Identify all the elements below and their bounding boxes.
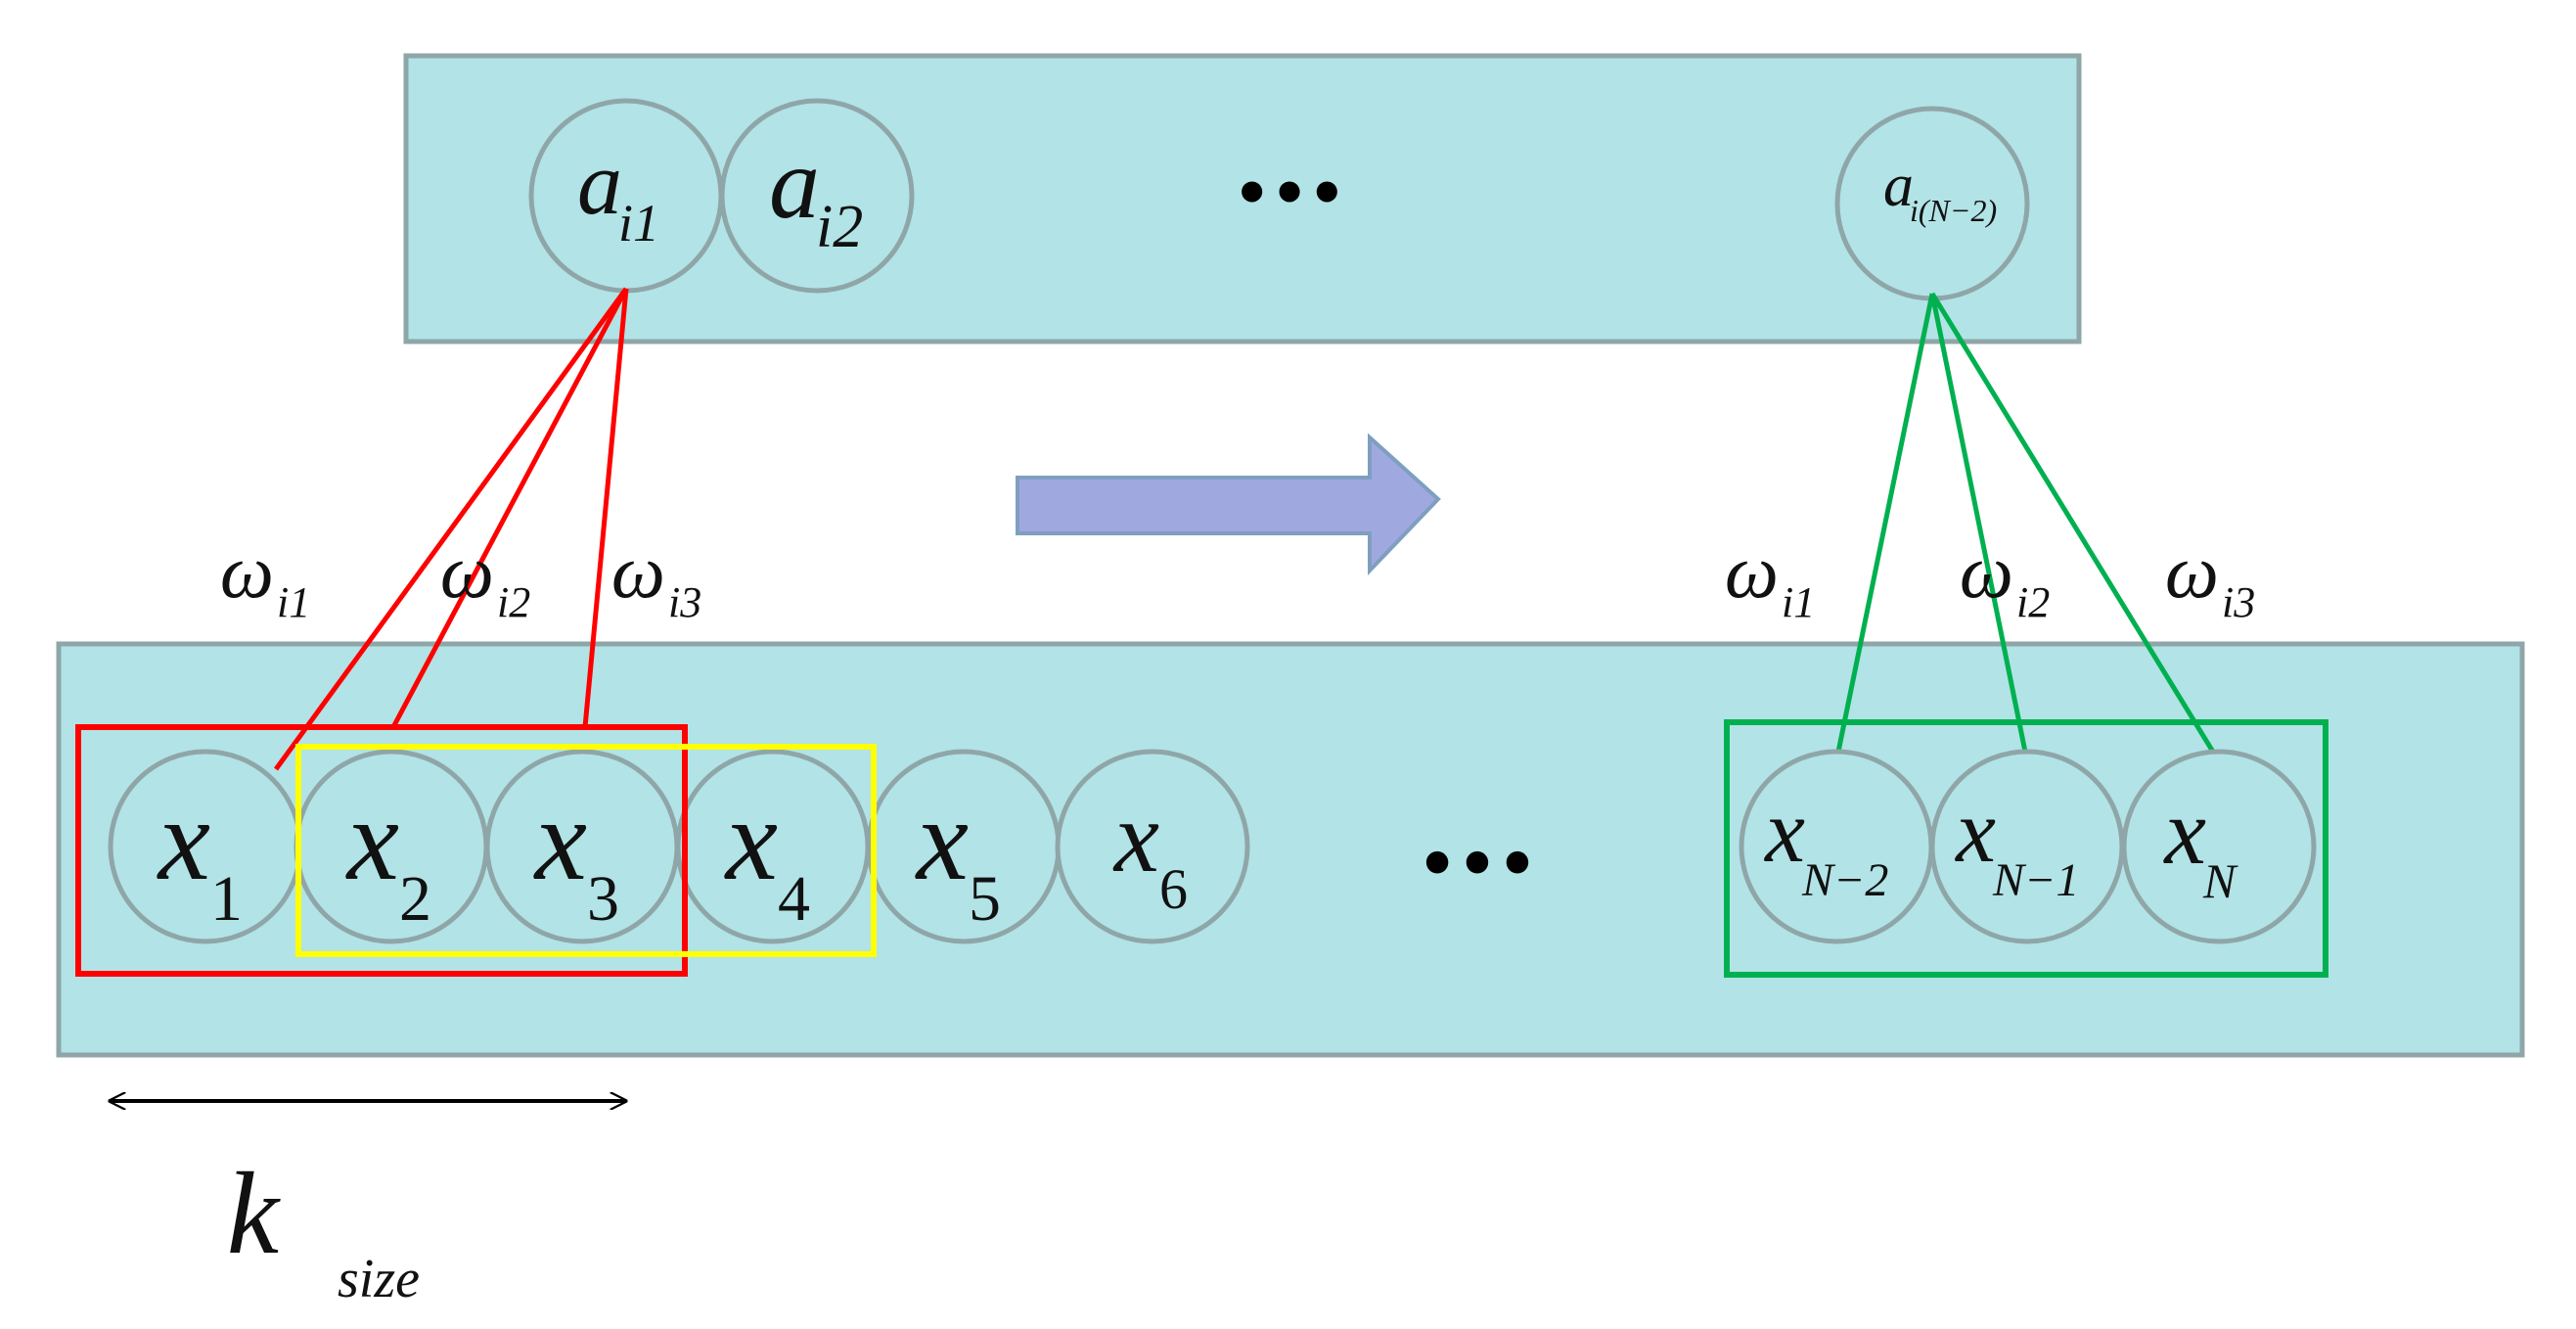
svg-text:5: 5 [969,863,1001,935]
svg-text:i2: i2 [816,194,863,260]
window-second [295,744,877,957]
weight-label-right-1: ω i1 [1725,528,1815,626]
svg-text:N−1: N−1 [1992,854,2079,906]
svg-text:x: x [915,774,969,904]
weight-label-left-2: ω i2 [440,528,530,626]
bottom-node-xN: x N [2121,749,2317,944]
svg-text:2: 2 [399,863,431,935]
connections-last-window [1833,292,2222,763]
connections-first-window [273,287,629,771]
svg-text:1: 1 [210,863,243,935]
svg-text:ω: ω [2165,528,2219,614]
svg-text:a: a [769,127,820,240]
svg-text:x: x [1112,781,1159,894]
bottom-node-x5: x 5 [866,749,1062,944]
bottom-node-x4: x 4 [675,749,871,944]
window-last [1724,719,2328,978]
svg-text:x: x [533,774,587,904]
svg-text:N: N [2202,853,2238,908]
svg-text:size: size [338,1249,420,1309]
svg-text:x: x [1763,781,1805,881]
svg-text:i(N−2): i(N−2) [1910,193,1997,228]
weight-label-right-2: ω i2 [1960,528,2050,626]
svg-text:i1: i1 [1782,578,1815,626]
svg-text:ω: ω [440,528,494,614]
svg-text:x: x [1954,781,1996,881]
svg-text:ω: ω [1960,528,2013,614]
kernel-size-label: k size [227,1148,420,1309]
svg-text:ω: ω [220,528,274,614]
svg-text:i1: i1 [277,578,310,626]
svg-text:i3: i3 [2222,578,2255,626]
svg-text:6: 6 [1159,857,1188,921]
node-subscript: i1 [618,194,659,252]
svg-text:x: x [157,774,210,904]
top-node-a-i2: a i2 [719,98,915,294]
svg-text:x: x [345,774,399,904]
bottom-node-xN-2: x N−2 [1739,749,1934,944]
weight-label-left-3: ω i3 [611,528,701,626]
svg-text:i2: i2 [2016,578,2050,626]
svg-text:a: a [1883,153,1914,219]
svg-text:3: 3 [587,863,619,935]
window-first [75,724,688,977]
top-ellipsis: ••• [1233,160,1345,228]
svg-text:x: x [2162,779,2206,884]
weight-label-left-1: ω i1 [220,528,310,626]
top-node-a-iN-2: a i(N−2) [1834,106,2030,301]
svg-text:N−2: N−2 [1801,854,1888,906]
flow-arrow [1016,433,1441,575]
top-node-a-i1: a i1 [528,98,724,294]
svg-text:i3: i3 [668,578,701,626]
svg-text:k: k [227,1148,282,1278]
svg-text:ω: ω [611,528,665,614]
bottom-node-xN-1: x N−1 [1929,749,2125,944]
svg-text:4: 4 [778,863,810,935]
svg-text:ω: ω [1725,528,1779,614]
bottom-node-x6: x 6 [1055,749,1250,944]
node-base: a [577,133,622,233]
bottom-node-x1: x 1 [108,749,303,944]
bottom-node-x3: x 3 [484,749,680,944]
bottom-node-x2: x 2 [294,749,489,944]
svg-text:x: x [724,774,778,904]
svg-text:i2: i2 [497,578,530,626]
bottom-ellipsis: ••• [1418,829,1538,901]
weight-label-right-3: ω i3 [2165,528,2255,626]
